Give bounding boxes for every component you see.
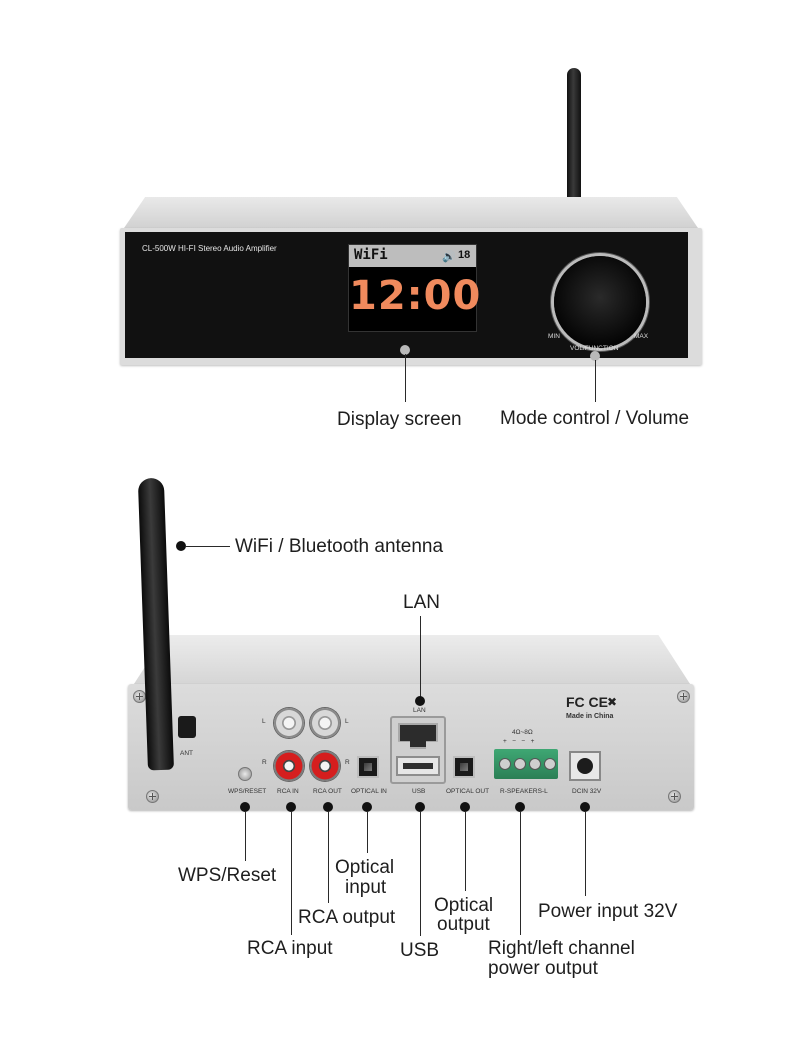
screw-top-right <box>677 690 690 703</box>
knob-function-label: VOL/FUNCTION <box>570 345 619 352</box>
ant-label: ANT <box>180 750 193 757</box>
dc-power-jack[interactable] <box>569 751 601 781</box>
terminal-screw-2 <box>514 758 526 770</box>
knob-max-label: MAX <box>634 333 649 340</box>
rca-out-callout-line <box>328 811 329 903</box>
port-label-rca-out: RCA OUT <box>313 788 342 795</box>
rca-out-l-mark: L <box>345 718 349 725</box>
optical-in-callout-line <box>367 811 368 853</box>
rca-out-r-mark: R <box>345 759 350 766</box>
speaker-callout-line <box>520 811 521 935</box>
usb-port-tongue <box>403 763 433 769</box>
display-screen: WiFi 🔊 18 12:00 <box>348 244 482 332</box>
power-callout-line <box>585 811 586 896</box>
screw-bottom-left <box>146 790 159 803</box>
antenna-base <box>178 716 196 738</box>
dc-power-hole <box>577 758 593 774</box>
power-input-label: Power input 32V <box>538 901 678 922</box>
lan-callout-line <box>420 616 421 700</box>
optical-out-port[interactable] <box>453 756 475 778</box>
rca-in-r-mark: R <box>262 759 267 766</box>
impedance-label: 4Ω~8Ω <box>512 729 533 736</box>
cert-marks: FC CE <box>566 694 608 710</box>
speaker-output-label-2: power output <box>488 958 598 979</box>
screen-volume-text: 18 <box>458 249 471 261</box>
terminal-screw-3 <box>529 758 541 770</box>
rca-out-left-jack[interactable] <box>310 708 340 738</box>
weee-bin-icon: ✖ <box>607 695 618 709</box>
back-view: ANT L R L R LAN 4Ω~8Ω + − − + FC CE ✖ Ma… <box>0 470 800 1044</box>
display-screen-label: Display screen <box>337 409 462 430</box>
rca-in-left-jack[interactable] <box>274 708 304 738</box>
knob-callout-dot <box>590 351 600 361</box>
power-callout-dot <box>580 802 590 812</box>
usb-port[interactable] <box>396 756 440 776</box>
optical-out-callout-line <box>465 811 466 891</box>
model-label: CL-500W HI-FI Stereo Audio Amplifier <box>142 244 277 253</box>
usb-callout-line <box>420 811 421 936</box>
optical-out-callout-dot <box>460 802 470 812</box>
back-top-face <box>132 635 692 687</box>
port-label-dcin: DCIN 32V <box>572 788 602 795</box>
antenna-label: WiFi / Bluetooth antenna <box>235 536 444 557</box>
mode-volume-label: Mode control / Volume <box>500 408 690 429</box>
optical-input-label-2: input <box>345 877 387 898</box>
front-antenna <box>567 68 581 208</box>
terminal-polarity: + − − + <box>503 738 535 745</box>
screw-top-left <box>133 690 146 703</box>
knob-callout-line <box>595 360 596 402</box>
optical-output-label-1: Optical <box>434 895 494 916</box>
speaker-callout-dot <box>515 802 525 812</box>
screw-bottom-right <box>668 790 681 803</box>
speaker-output-label-1: Right/left channel <box>488 938 635 959</box>
speaker-terminal[interactable] <box>494 749 558 779</box>
optical-output-label-2: output <box>437 914 490 935</box>
terminal-screw-4 <box>544 758 556 770</box>
lan-port-label: LAN <box>413 707 426 714</box>
rca-out-callout-dot <box>323 802 333 812</box>
screen-header <box>349 245 476 267</box>
wps-callout-line <box>245 811 246 861</box>
usb-callout-dot <box>415 802 425 812</box>
optical-in-callout-dot <box>362 802 372 812</box>
optical-in-port[interactable] <box>357 756 379 778</box>
rca-output-label: RCA output <box>298 907 396 928</box>
lan-label: LAN <box>403 592 440 613</box>
screen-clock: 12:00 <box>349 273 482 319</box>
screen-mode-text: WiFi <box>354 247 388 263</box>
port-label-optical-out: OPTICAL OUT <box>446 788 490 795</box>
port-label-optical-in: OPTICAL IN <box>351 788 387 795</box>
knob-min-label: MIN <box>548 333 560 340</box>
port-label-usb: USB <box>412 788 426 795</box>
front-view: CL-500W HI-FI Stereo Audio Amplifier WiF… <box>0 0 800 470</box>
rca-in-l-mark: L <box>262 718 266 725</box>
wps-reset-button[interactable] <box>238 767 252 781</box>
speaker-icon: 🔊 <box>442 251 456 263</box>
antenna-callout-dot <box>176 541 186 551</box>
rca-in-right-jack[interactable] <box>274 751 304 781</box>
usb-label: USB <box>400 940 440 961</box>
port-label-wps: WPS/RESET <box>228 788 267 795</box>
wps-callout-dot <box>240 802 250 812</box>
front-top-face <box>122 197 700 231</box>
volume-knob[interactable] <box>554 256 646 348</box>
made-in-china: Made in China <box>566 713 614 720</box>
wps-reset-label: WPS/Reset <box>178 865 277 886</box>
rca-out-right-jack[interactable] <box>310 751 340 781</box>
port-label-speakers: R-SPEAKERS-L <box>500 788 548 795</box>
rca-input-label: RCA input <box>247 938 333 959</box>
display-callout-line <box>405 354 406 402</box>
rca-in-callout-line <box>291 811 292 935</box>
lan-callout-dot <box>415 696 425 706</box>
optical-input-label-1: Optical <box>335 857 395 878</box>
display-callout-dot <box>400 345 410 355</box>
antenna-callout-line <box>186 546 230 547</box>
rca-in-callout-dot <box>286 802 296 812</box>
terminal-screw-1 <box>499 758 511 770</box>
port-label-rca-in: RCA IN <box>277 788 299 795</box>
